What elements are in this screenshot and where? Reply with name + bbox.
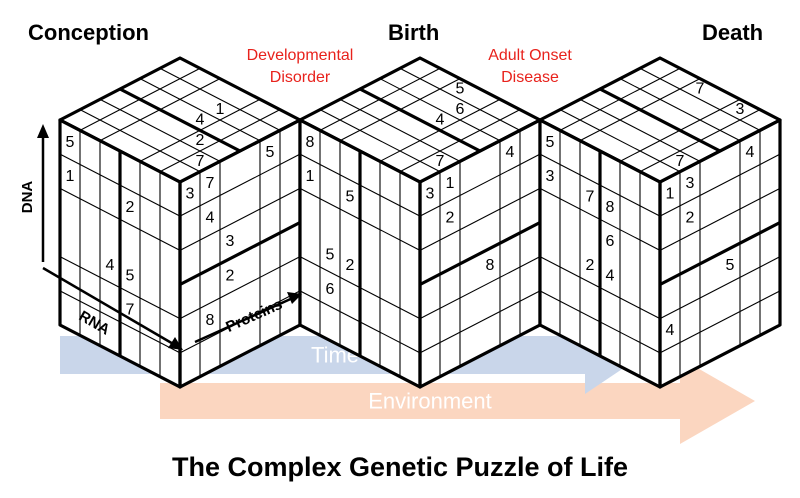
top-block-divider bbox=[119, 87, 241, 153]
cube-2-left-digit: 2 bbox=[346, 257, 355, 274]
top-grid-line bbox=[319, 109, 441, 173]
cube-1-left-digit: 1 bbox=[66, 168, 75, 185]
cube-1-right-digit: 8 bbox=[206, 312, 215, 329]
event-label-developmental-line2: Disorder bbox=[270, 69, 331, 86]
cube-2-right-digit: 4 bbox=[506, 144, 515, 161]
cube-1-right-digit: 2 bbox=[226, 267, 235, 284]
cube-3-top-digit: 3 bbox=[736, 101, 745, 118]
cube-2-left-digit: 6 bbox=[326, 281, 335, 298]
top-block-divider bbox=[359, 87, 481, 153]
cube-2-right-digit: 1 bbox=[446, 175, 455, 192]
dna-axis-label: DNA bbox=[19, 181, 36, 214]
cube-3-right-digit: 5 bbox=[726, 257, 735, 274]
cube-2-top-digit: 6 bbox=[456, 101, 465, 118]
cube-3-right-digit: 4 bbox=[746, 144, 755, 161]
cube-2-top-digit: 5 bbox=[456, 81, 465, 98]
cube-3-right-digit: 2 bbox=[686, 209, 695, 226]
cube-3-right-digit: 3 bbox=[686, 175, 695, 192]
event-label-adult-onset-line2: Disease bbox=[501, 69, 559, 86]
cube-1-top-digit: 4 bbox=[196, 112, 205, 129]
sudoku-cubes: 1427512457375432856478155263142873753786… bbox=[58, 56, 782, 389]
cube-3-left-digit: 8 bbox=[606, 199, 615, 216]
right-grid-line bbox=[419, 290, 541, 354]
cube-3-top-digit: 7 bbox=[696, 81, 705, 98]
right-block-divider bbox=[419, 221, 541, 286]
cube-2-right-digit: 2 bbox=[446, 209, 455, 226]
cube-1-top-digit: 7 bbox=[196, 153, 205, 170]
stage-label-conception: Conception bbox=[28, 20, 149, 45]
cube-3-left-digit: 6 bbox=[606, 233, 615, 250]
cube-3-left-digit: 4 bbox=[606, 267, 615, 284]
event-label-adult-onset-line1: Adult Onset bbox=[488, 47, 572, 64]
right-block-divider bbox=[659, 221, 781, 286]
right-block-divider bbox=[179, 221, 301, 286]
time-arrow bbox=[60, 316, 643, 394]
top-grid-line bbox=[559, 109, 681, 173]
cube-1-right-digit: 4 bbox=[206, 209, 215, 226]
cube-2-right-digit: 3 bbox=[426, 185, 435, 202]
cube-1-left-digit: 2 bbox=[126, 199, 135, 216]
right-face-outline bbox=[658, 118, 782, 389]
cube-1-right-digit: 3 bbox=[226, 233, 235, 250]
cube-2-top-digit: 4 bbox=[436, 112, 445, 129]
top-grid-line bbox=[79, 109, 201, 173]
event-label-developmental-line1: Developmental bbox=[247, 47, 354, 64]
cube-3-right-digit: 4 bbox=[666, 322, 675, 339]
cube-3-right-digit: 1 bbox=[666, 185, 675, 202]
cube-3-top-digit: 7 bbox=[676, 153, 685, 170]
main-title: The Complex Genetic Puzzle of Life bbox=[172, 452, 628, 482]
environment-arrow-label: Environment bbox=[368, 389, 492, 414]
proteins-axis bbox=[194, 292, 302, 344]
cube-3-left-digit: 7 bbox=[586, 189, 595, 206]
stage-label-birth: Birth bbox=[388, 20, 439, 45]
cube-2-left-digit: 5 bbox=[346, 189, 355, 206]
top-block-divider bbox=[599, 87, 721, 153]
cube-1-left-digit: 4 bbox=[106, 257, 115, 274]
rna-axis bbox=[42, 266, 183, 350]
stage-label-death: Death bbox=[702, 20, 763, 45]
cube-1-left-digit: 5 bbox=[66, 134, 75, 151]
dna-axis bbox=[37, 124, 49, 262]
cube-3-left-digit: 3 bbox=[546, 168, 555, 185]
cube-2-left-digit: 1 bbox=[306, 168, 315, 185]
cube-2-left-digit: 5 bbox=[326, 247, 335, 264]
right-grid-line bbox=[659, 290, 781, 354]
cube-1-right-digit: 7 bbox=[206, 175, 215, 192]
cube-1-left-digit: 7 bbox=[126, 301, 135, 318]
cube-1-right-digit: 3 bbox=[186, 185, 195, 202]
cube-1-top-digit: 2 bbox=[196, 132, 205, 149]
cube-2-top-digit: 7 bbox=[436, 153, 445, 170]
cube-3-left-digit: 5 bbox=[546, 134, 555, 151]
cube-2-right-digit: 8 bbox=[486, 257, 495, 274]
cube-1-top-digit: 1 bbox=[216, 101, 225, 118]
cube-1-left-digit: 5 bbox=[126, 267, 135, 284]
cube-2-left-digit: 8 bbox=[306, 134, 315, 151]
cube-3-left-digit: 2 bbox=[586, 257, 595, 274]
cube-1-right-digit: 5 bbox=[266, 144, 275, 161]
environment-arrow bbox=[160, 358, 755, 444]
